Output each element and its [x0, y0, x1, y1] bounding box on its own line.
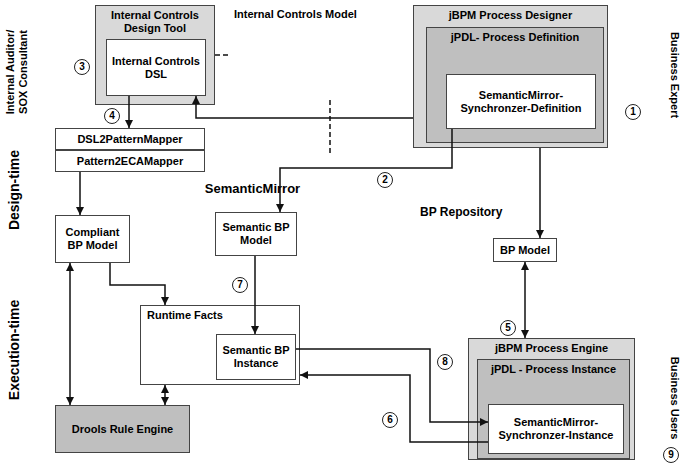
callout-number: 6 [382, 412, 398, 428]
model-page [232, 9, 408, 104]
role-label: Business Users [669, 357, 682, 440]
model-stack: Internal Controls Model [228, 5, 404, 100]
node-text: Runtime Facts [147, 309, 223, 322]
node-text: Drools Rule Engine [72, 423, 173, 436]
user-figure [646, 373, 667, 401]
callout-number: 1 [625, 104, 641, 120]
node-text: SemanticMirror [178, 182, 328, 197]
synchronizer-box: SemanticMirror-Synchronzer-Definition [446, 74, 596, 129]
node-text: jPDL- Process Definition [451, 31, 579, 44]
actor-arrow [610, 60, 632, 95]
user-figure [642, 341, 663, 369]
band-label: Design-time [6, 150, 22, 230]
callout-number: 2 [377, 172, 393, 188]
node-text: jBPM Process Engine [495, 342, 608, 355]
flow-arrow [69, 263, 71, 405]
engine-box: Drools Rule Engine [55, 405, 190, 453]
cylinder-body [51, 164, 365, 446]
actor-arrow [70, 44, 93, 46]
flow-arrow [296, 349, 488, 422]
node-text: Semantic BP Instance [221, 344, 291, 369]
node-text: Pattern2ECAMapper [77, 155, 183, 168]
flow-arrow [300, 375, 488, 442]
dashed-link [329, 100, 331, 155]
callout-number: 8 [437, 354, 453, 370]
model-box: Compliant BP Model [55, 215, 130, 263]
model-sketch-lines [255, 34, 375, 80]
mapper-box: Pattern2ECAMapper [55, 150, 205, 172]
node-text: DSL2PatternMapper [77, 133, 182, 146]
flow-arrow [280, 129, 452, 212]
engine-box: jBPM Process Engine jPDL - Process Instan… [468, 338, 635, 460]
dsl-box: Internal Controls DSL [106, 39, 206, 96]
flow-arrow [524, 262, 526, 338]
flow-arrow [164, 385, 166, 405]
expert-figure [620, 24, 645, 57]
band-label: Execution-time [6, 300, 22, 400]
auditor-figure [42, 20, 67, 53]
mapper-box: DSL2PatternMapper [55, 128, 205, 150]
node-text: jBPM Process Designer [449, 9, 573, 22]
flow-arrow [110, 263, 165, 305]
callout-number: 3 [74, 59, 90, 75]
facts-box: Runtime FactsSemantic BP Instance [140, 305, 300, 385]
flow-arrow [196, 96, 413, 118]
node-text: SemanticMirror-Synchronzer-Definition [451, 89, 591, 114]
node-text: Compliant BP Model [60, 226, 125, 251]
flow-arrow [539, 148, 541, 238]
cylinder-body [401, 200, 608, 318]
role-label: Business Expert [669, 32, 682, 118]
flow-arrow [128, 96, 130, 128]
process-definition-box: jPDL- Process DefinitionSemanticMirror-S… [426, 27, 604, 143]
execution-band [2, 235, 682, 465]
node-text: SemanticMirror-Synchronzer-Instance [493, 416, 619, 441]
node-text: Internal Controls DSL [111, 55, 201, 80]
synchronizer-box: SemanticMirror-Synchronzer-Instance [488, 404, 624, 454]
instance-box: Semantic BP Instance [216, 334, 296, 380]
cylinder-top [51, 151, 365, 178]
model-sketch-boxes [240, 28, 392, 92]
node-text: jPDL - Process Instance [491, 363, 616, 376]
repository-cylinder: BP Repository BP Model [400, 186, 608, 318]
designer-box: jBPM Process Designer jPDL- Process Defin… [413, 5, 608, 148]
design-band [2, 2, 682, 232]
model-page [236, 13, 412, 108]
node-text: BP Repository [420, 206, 530, 220]
model-page [228, 5, 404, 100]
node-text: Internal Controls Design Tool [100, 9, 210, 34]
repository-cylinder: SemanticMirrorCompliant BP ModelSemantic… [50, 150, 365, 446]
model-box: Semantic BP Model [215, 212, 297, 256]
callout-number: 9 [663, 447, 679, 463]
node-text: Internal Controls Model [234, 8, 357, 21]
process-instance-box: jPDL - Process InstanceSemanticMirror-Sy… [477, 359, 630, 459]
callout-number: 7 [232, 277, 248, 293]
flow-arrow [254, 256, 256, 334]
callout-number: 4 [104, 108, 120, 124]
flow-arrow [79, 172, 81, 215]
model-box: BP Model [493, 238, 557, 262]
node-text: BP Model [500, 244, 550, 257]
callout-number: 5 [500, 320, 516, 336]
dashed-link [215, 54, 228, 56]
node-text: Semantic BP Model [220, 221, 292, 246]
role-label: Internal Auditor/ SOX Consultant [4, 17, 29, 127]
tool-box: Internal Controls Design ToolInternal Co… [95, 5, 215, 105]
